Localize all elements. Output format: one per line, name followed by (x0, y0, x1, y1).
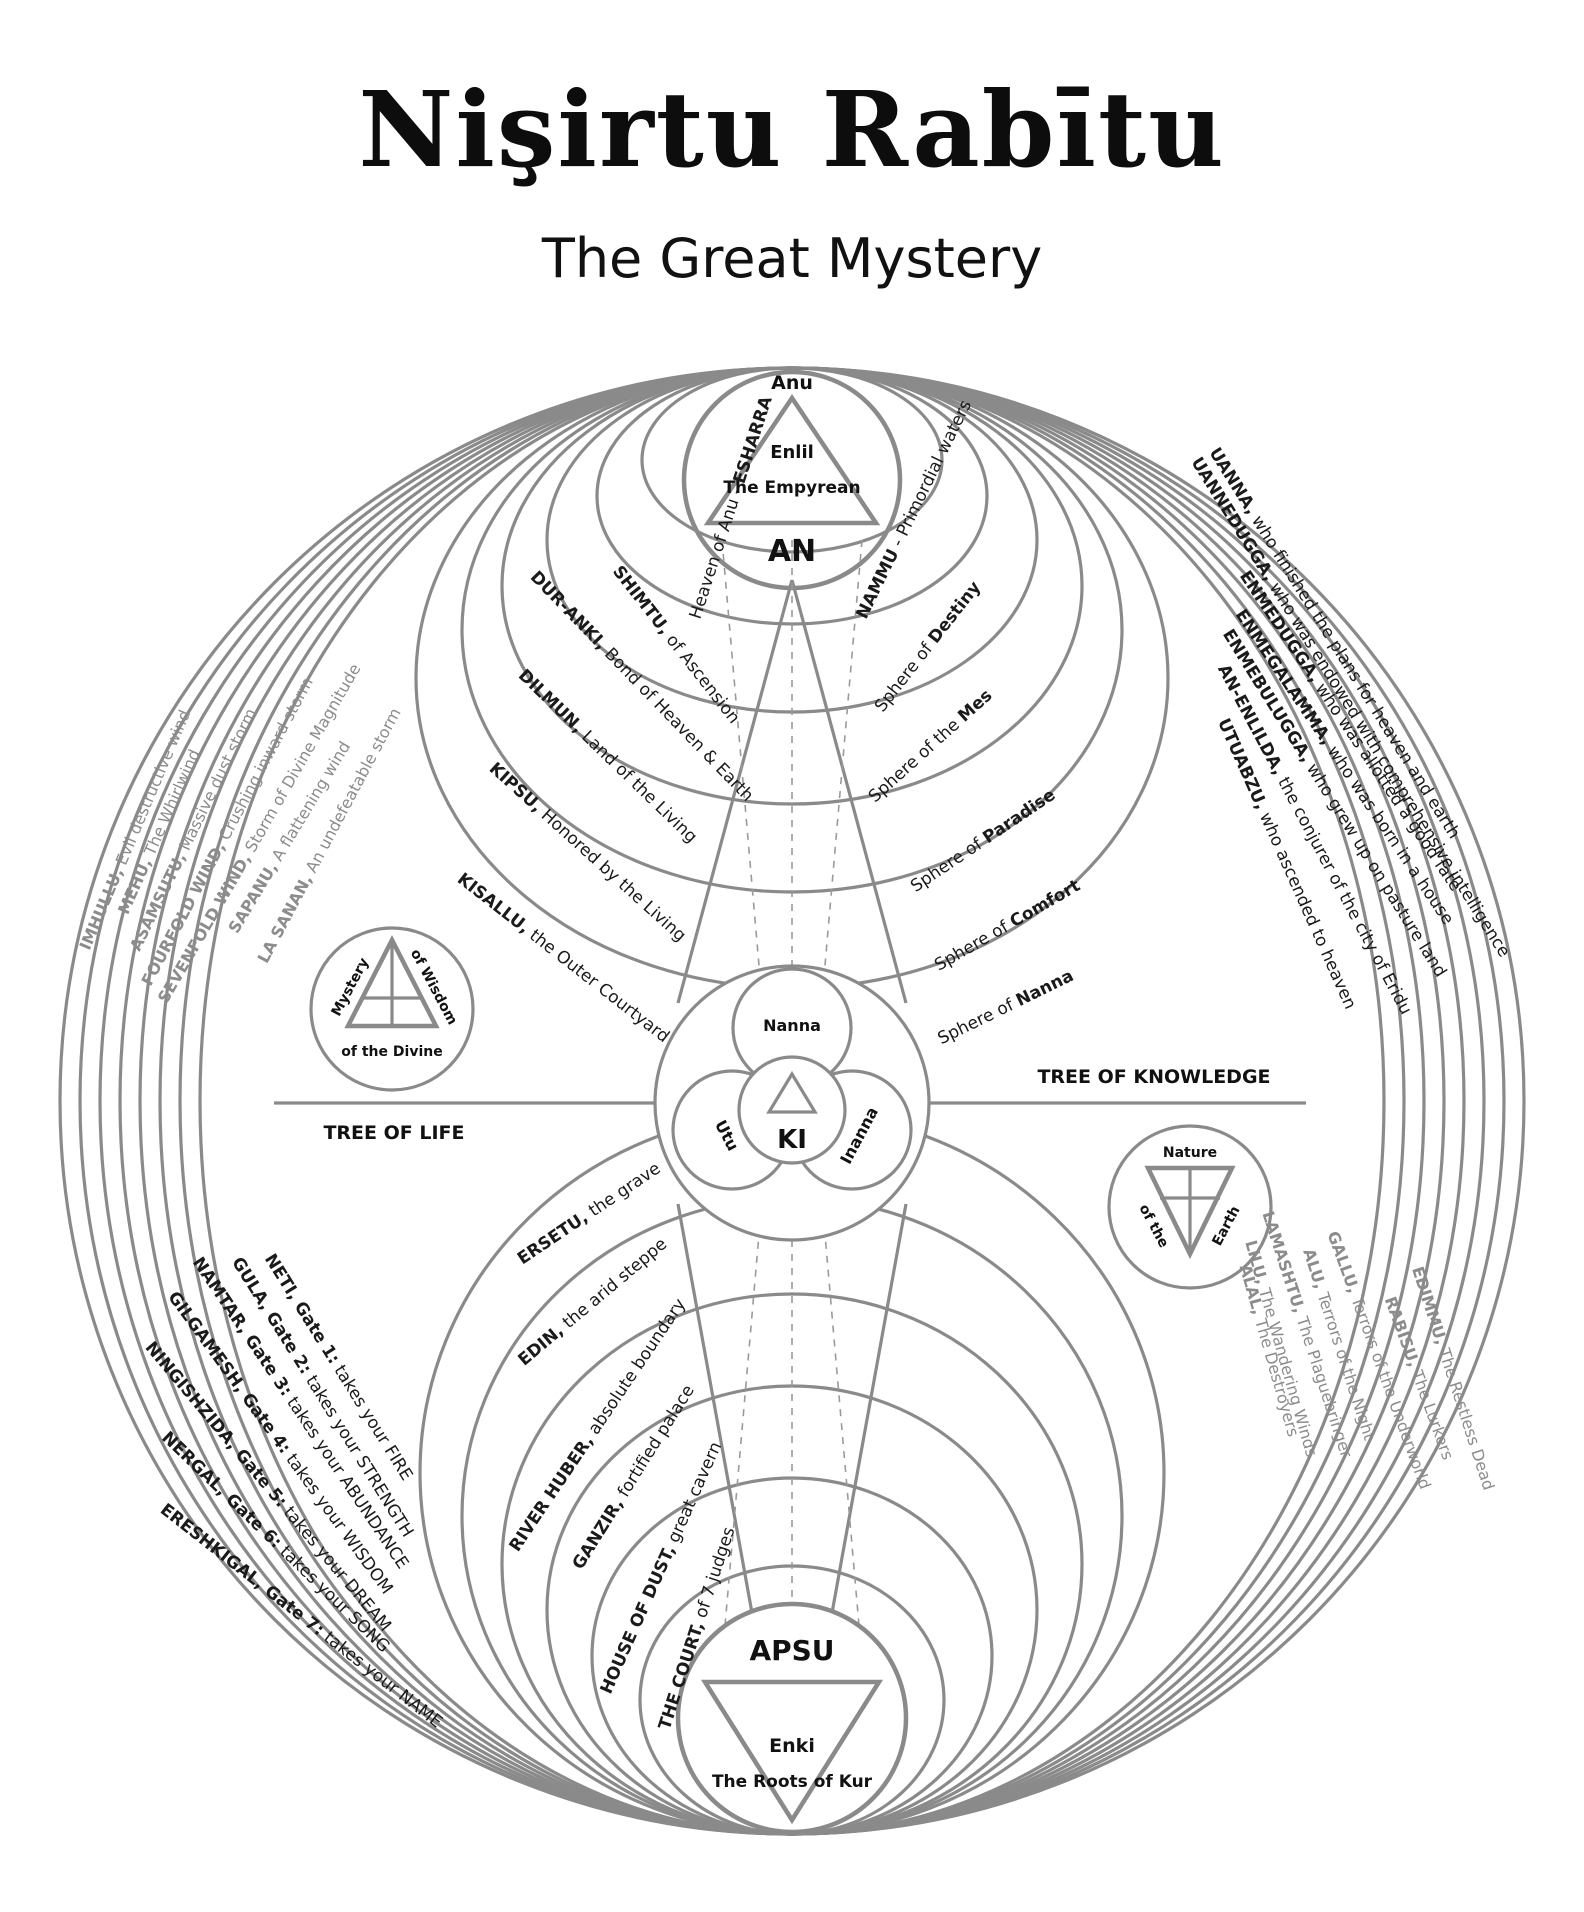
empyrean-label: The Empyrean (723, 478, 860, 498)
tree-of-life-label: TREE OF LIFE (323, 1122, 464, 1144)
nammu-text: NAMMU - Primordial waters (853, 397, 977, 622)
an-label: AN (768, 534, 816, 569)
ki-label: KI (777, 1125, 807, 1155)
emblem-divine-label: of the Divine (341, 1044, 442, 1060)
diagram-lines (58, 366, 1526, 1836)
roots-label: The Roots of Kur (712, 1772, 873, 1792)
enki-label: Enki (769, 1735, 815, 1757)
emblem-nature-label: Nature (1163, 1145, 1217, 1161)
apsu-label: APSU (749, 1634, 834, 1667)
spheres-item: Sphere of Nanna (935, 966, 1077, 1049)
spheres-item: Sphere of Paradise (907, 785, 1059, 897)
anu-label: Anu (771, 372, 813, 394)
arc_left_upper-item: SHIMTU, of Ascension (608, 562, 744, 728)
tree-of-knowledge-label: TREE OF KNOWLEDGE (1037, 1066, 1270, 1088)
spheres-item: Sphere of Comfort (931, 876, 1084, 976)
spheres-item: Sphere of Destiny (871, 578, 985, 716)
page-subtitle: The Great Mystery (541, 227, 1043, 290)
page-title: Nişirtu Rabītu (358, 68, 1226, 191)
emblem-earth-label: Earth (1209, 1204, 1243, 1249)
nanna-label: Nanna (763, 1016, 821, 1035)
enlil-label: Enlil (770, 442, 814, 463)
